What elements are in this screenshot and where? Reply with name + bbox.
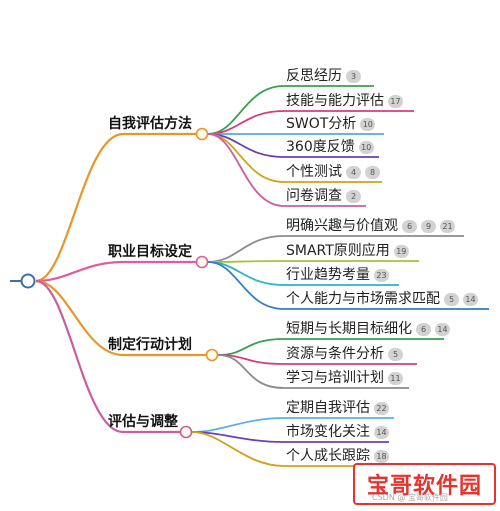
leaf-topic: 反思经历 3 [286,66,361,86]
branch-label: 评估与调整 [108,414,178,430]
branch-label: 职业目标设定 [108,244,192,260]
watermark-logo: 宝哥软件园 [353,463,496,505]
leaf-topic: 学习与培训计划 11 [286,368,403,388]
leaf-label: 个性测试 [286,164,342,180]
leaf-topic: 技能与能力评估 17 [286,91,403,111]
reference-badge: 9 [421,219,436,233]
branch-node [205,348,219,362]
leaf-label: 定期自我评估 [286,400,370,416]
reference-badge: 21 [440,219,455,233]
leaf-connector [207,235,464,263]
reference-badge: 22 [374,401,389,415]
leaf-label: 市场变化关注 [286,424,370,440]
leaf-label: 学习与培训计划 [286,370,384,386]
leaf-topic: 资源与条件分析 5 [286,344,403,364]
leaf-label: 问卷调查 [286,188,342,204]
leaf-label: 行业趋势考量 [286,267,370,283]
branch-node [195,255,209,269]
leaf-connector [217,338,444,356]
reference-badge: 4 [346,165,361,179]
leaf-label: 反思经历 [286,68,342,84]
branch-connector [35,260,196,283]
reference-badge: 10 [358,140,374,154]
leaf-label: 明确兴趣与价值观 [286,218,398,234]
reference-badge: 10 [360,117,376,131]
branch-connector [35,279,180,434]
leaf-label: 个人能力与市场需求匹配 [286,291,440,307]
leaf-topic: 个人成长跟踪 18 [286,446,389,466]
reference-badge: 14 [463,292,478,306]
branch-label: 自我评估方法 [108,116,192,132]
leaf-connector [191,417,394,433]
reference-badge: 17 [388,94,403,108]
reference-badge: 5 [444,292,459,306]
reference-badge: 6 [416,322,431,336]
reference-badge: 14 [435,322,450,336]
leaf-label: 短期与长期目标细化 [286,321,412,337]
leaf-connector [207,85,374,135]
root-node [20,273,36,289]
reference-badge: 23 [374,268,389,282]
leaf-label: 技能与能力评估 [286,93,384,109]
leaf-connector [217,354,409,389]
leaf-topic: 行业趋势考量 23 [286,265,389,285]
reference-badge: 5 [388,347,403,361]
reference-badge: 14 [374,425,389,439]
branch-node [179,425,193,439]
leaf-topic: 个人能力与市场需求匹配 5 14 [286,289,478,309]
branch-connector [35,279,206,357]
reference-badge: 8 [365,165,380,179]
leaf-connector [207,260,419,263]
watermark-text: 宝哥软件园 [366,474,482,499]
branch-label: 制定行动计划 [108,337,192,353]
reference-badge: 2 [346,189,361,203]
leaf-connector [191,431,399,467]
branch-connector [35,132,196,283]
leaf-connector [207,261,489,310]
leaf-label: 360度反馈 [286,139,355,155]
leaf-label: SMART原则应用 [286,243,390,259]
leaf-label: SWOT分析 [286,116,357,132]
reference-badge: 19 [393,244,409,258]
leaf-topic: 问卷调查 2 [286,186,361,206]
leaf-connector [207,133,366,207]
reference-badge: 3 [346,69,361,83]
reference-badge: 11 [388,371,403,385]
leaf-connector [207,110,414,135]
leaf-topic: 短期与长期目标细化 6 14 [286,319,450,339]
leaf-topic: 定期自我评估 22 [286,398,389,418]
watermark-subtext: CSDN @ 宝哥软件园 [372,493,448,502]
branch-node [195,127,209,141]
leaf-topic: 市场变化关注 14 [286,422,389,442]
reference-badge: 18 [374,449,389,463]
leaf-label: 资源与条件分析 [286,346,384,362]
reference-badge: 6 [402,219,417,233]
leaf-label: 个人成长跟踪 [286,448,370,464]
